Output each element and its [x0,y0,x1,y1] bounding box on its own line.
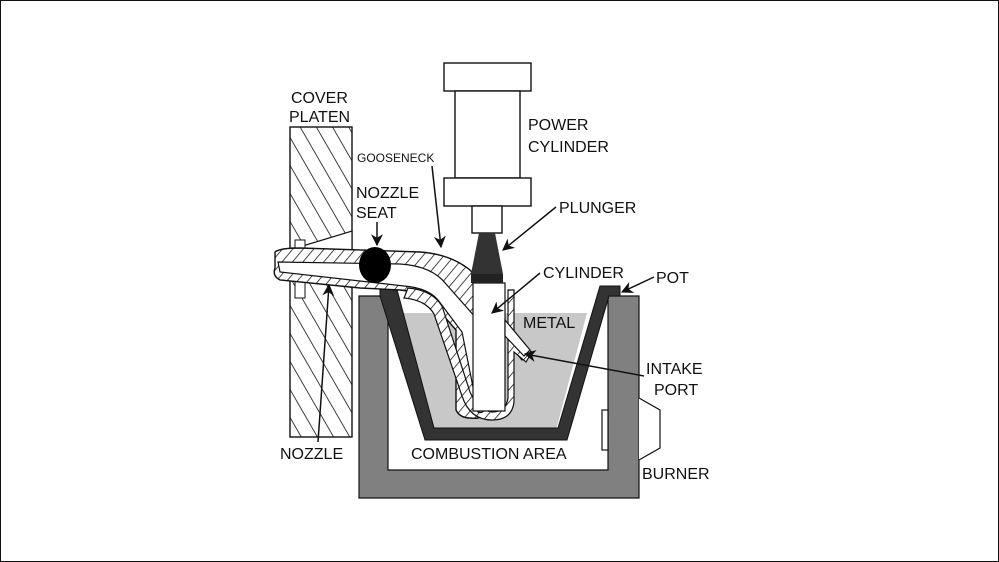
platen-slot [294,239,306,249]
label-pot: POT [656,270,689,287]
nozzle-arrow [317,283,335,443]
label-nozzle-seat-1: NOZZLE [356,185,419,202]
label-power-cylinder-2: CYLINDER [528,139,609,156]
plunger-arrow [502,206,557,251]
nozzle-seat [359,247,391,283]
label-nozzle: NOZZLE [280,446,343,463]
cylinder-arrow [491,272,541,314]
label-power-cylinder-1: POWER [528,117,588,134]
nozzle-bore [277,261,485,414]
label-cover-platen-2: PLATEN [289,109,350,126]
burner-port [601,409,609,451]
label-cylinder: CYLINDER [543,265,624,282]
gooseneck-arrow [431,165,446,249]
label-intake-port-2: PORT [654,382,698,399]
label-gooseneck: GOOSENECK [357,151,434,165]
intake-port-arrow [523,350,645,377]
label-cover-platen-1: COVER [291,90,348,107]
burner [638,397,661,461]
label-metal: METAL [523,315,575,332]
label-nozzle-seat-2: SEAT [356,205,397,222]
label-burner: BURNER [642,466,710,483]
plunger-rod [471,205,503,234]
power-cylinder-top-cap [443,62,532,92]
pot [379,285,621,441]
label-plunger: PLUNGER [559,200,636,217]
cylinder-bore [472,282,506,412]
pot-arrow [620,276,655,293]
label-intake-port-1: INTAKE [646,361,703,378]
plunger-base [471,274,503,283]
label-combustion-area: COMBUSTION AREA [411,446,567,463]
power-cylinder-body [454,90,521,179]
power-cylinder-bottom-cap [443,177,532,207]
plunger [471,233,503,274]
